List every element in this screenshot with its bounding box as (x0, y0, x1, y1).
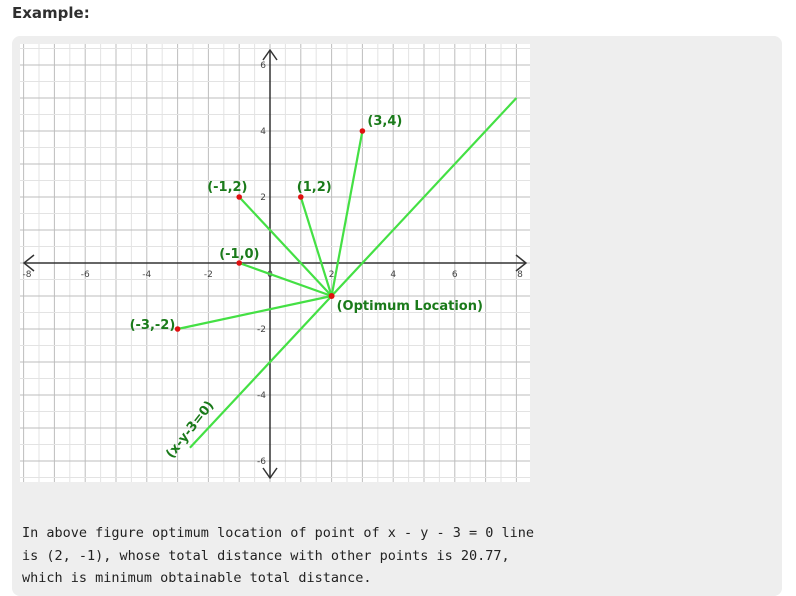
example-heading: Example: (12, 4, 90, 22)
y-axis-arrow-down (262, 467, 278, 480)
point-label: (3,4) (367, 114, 402, 129)
x-tick-label: -8 (23, 270, 32, 280)
optimum-point (328, 293, 335, 299)
data-point (298, 194, 304, 200)
data-point (359, 128, 366, 134)
distance-segment (299, 196, 333, 297)
y-tick-label: -6 (257, 457, 266, 467)
distance-segment (177, 294, 332, 331)
distance-segment (238, 196, 333, 297)
distance-segment (330, 130, 364, 297)
data-point (174, 326, 181, 332)
constraint-line-label: (x-y-3=0) (163, 398, 217, 461)
example-panel: -8-6-4-202468642-2-4-6(3,4)(-1,2)(1,2)(-… (12, 31, 782, 596)
point-label: (-3,-2) (130, 318, 176, 333)
x-axis-arrow-right (515, 254, 528, 272)
y-tick-label: 2 (260, 193, 266, 203)
point-label: (-1,2) (207, 180, 247, 195)
x-tick-label: -2 (204, 270, 213, 280)
point-label: (1,2) (297, 180, 332, 195)
optimum-label: (Optimum Location) (337, 299, 483, 314)
x-axis-arrow-left (22, 254, 35, 272)
y-axis-arrow-up (262, 48, 278, 61)
constraint-line (189, 97, 518, 449)
x-tick-label: 2 (329, 270, 335, 280)
x-tick-label: -6 (81, 270, 90, 280)
distance-chart: -8-6-4-202468642-2-4-6(3,4)(-1,2)(1,2)(-… (20, 31, 530, 495)
distance-segment (238, 261, 332, 298)
point-label: (-1,0) (219, 247, 259, 262)
data-point (236, 260, 242, 266)
example-caption: In above figure optimum location of poin… (22, 525, 535, 586)
y-tick-label: 6 (260, 61, 266, 71)
x-tick-label: 6 (452, 270, 458, 280)
y-tick-label: -4 (257, 391, 266, 401)
y-tick-label: 4 (260, 127, 266, 137)
x-tick-label: 8 (517, 270, 523, 280)
data-point (236, 194, 242, 200)
x-tick-label: 4 (390, 270, 396, 280)
y-tick-label: -2 (257, 325, 266, 335)
figure-container: -8-6-4-202468642-2-4-6(3,4)(-1,2)(1,2)(-… (20, 31, 530, 495)
x-tick-label: -4 (142, 270, 151, 280)
